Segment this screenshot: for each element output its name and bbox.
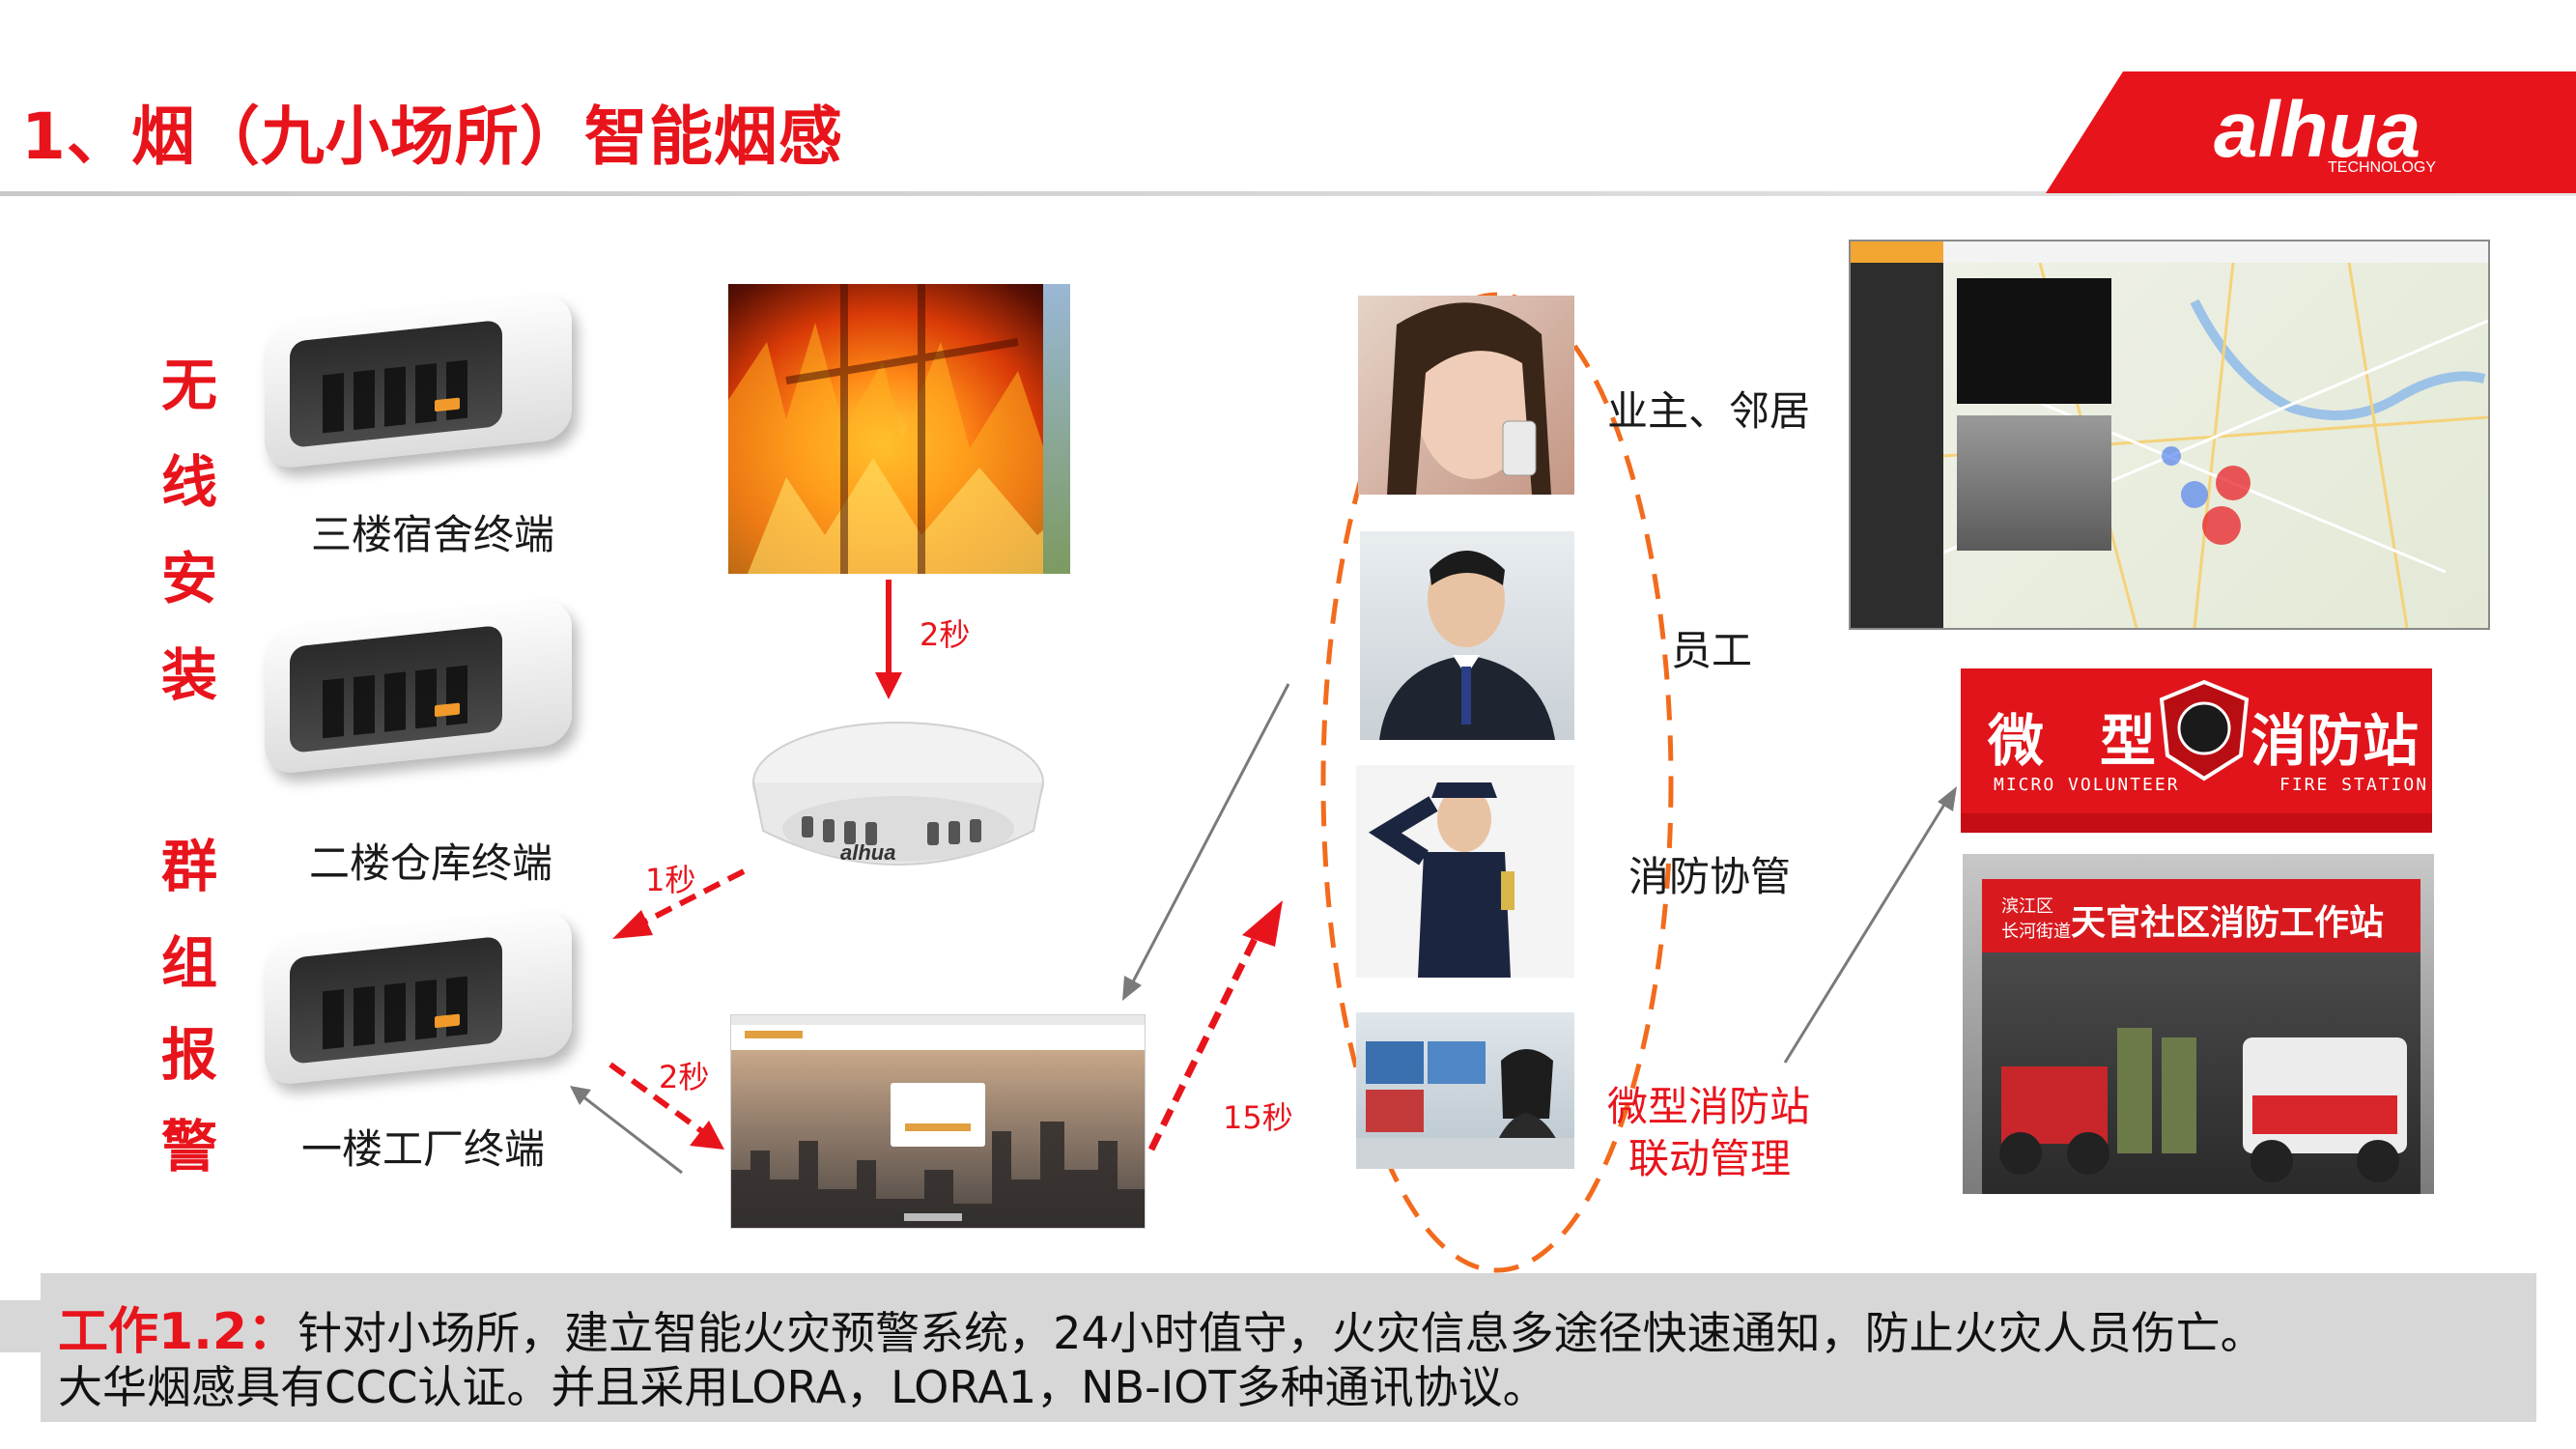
people-label: 业主、邻居 [1607, 387, 1811, 435]
fire-vehicles-icon [1999, 1028, 2407, 1182]
vertical-char: 无 [160, 353, 217, 418]
fire-image [728, 284, 1070, 574]
vertical-char: 警 [160, 1114, 217, 1179]
photo-call-center [1356, 1012, 1574, 1169]
photo-owner-neighbor [1358, 296, 1574, 495]
timing-label: 15秒 [1223, 1099, 1293, 1136]
logo-subtext: TECHNOLOGY [2328, 159, 2436, 176]
timing-label: 1秒 [645, 862, 696, 898]
arrow-detector-to-terminal [612, 868, 746, 939]
platform-login-screenshot [730, 1014, 1146, 1229]
vertical-char: 装 [160, 642, 217, 708]
detector-logo-text: alhua [840, 840, 895, 865]
vertical-char: 安 [160, 546, 217, 611]
brand-logo: alhua TECHNOLOGY [2046, 71, 2576, 193]
people-label-highlight: 联动管理 [1628, 1135, 1792, 1182]
fire-flames-icon [728, 284, 1070, 574]
terminal-device-icon [265, 293, 572, 470]
terminal-device-icon [265, 909, 572, 1087]
vertical-char: 报 [160, 1022, 217, 1088]
summary-text: 针对小场所，建立智能火灾预警系统，24小时值守，火灾信息多途径快速通知，防止火灾… [297, 1307, 2265, 1359]
summary-box [41, 1273, 2536, 1422]
fire-image-edge [1043, 284, 1070, 574]
photo-employee [1360, 531, 1574, 740]
timing-label: 2秒 [659, 1059, 710, 1095]
summary-line-1: 工作1.2：针对小场所，建立智能火灾预警系统，24小时值守，火灾信息多途径快速通… [58, 1291, 2265, 1363]
platform-caption-bar [904, 1213, 962, 1221]
vertical-char: 线 [160, 449, 217, 515]
logo-red-band [2046, 71, 2576, 193]
people-label: 员工 [1671, 627, 1753, 674]
vertical-char: 组 [160, 930, 217, 996]
sign-text-left: 微 型 [1988, 708, 2157, 774]
arrow-people-to-station [1783, 786, 1957, 1064]
people-label-highlight: 微型消防站 [1607, 1083, 1811, 1130]
street-sign-small: 长河街道 [2001, 922, 2071, 942]
sign-subtext-right: FIRE STATION [2279, 775, 2429, 795]
micro-fire-station-sign: 微 型 消防站 MICRO VOLUNTEER FIRE STATION [1961, 643, 2432, 833]
sign-subtext-left: MICRO VOLUNTEER [1994, 775, 2180, 795]
woman-phone-icon [1387, 302, 1551, 495]
arrow-people-to-platform [1122, 683, 1290, 1001]
logo-text: alhua [2214, 86, 2420, 174]
people-group-ellipse [1320, 292, 1674, 1273]
sign-text-right: 消防站 [2250, 708, 2420, 774]
security-guard-salute-icon [1369, 782, 1514, 978]
operator-monitors-icon [1356, 1041, 1574, 1169]
terminal-label: 二楼仓库终端 [309, 839, 553, 887]
arrow-platform-to-terminal [570, 1086, 683, 1175]
slide-title: 1、烟（九小场所）智能烟感 [21, 99, 843, 174]
fire-emblem-icon [2159, 679, 2250, 781]
monitoring-map-screenshot [1849, 240, 2490, 630]
fire-station-photo: 天官社区消防工作站 滨江区 长河街道 [1963, 854, 2434, 1194]
summary-label: 工作1.2： [58, 1303, 298, 1361]
arrow-terminal-to-platform [609, 1062, 724, 1150]
smoke-detector-icon: alhua [752, 722, 1044, 866]
terminal-label: 一楼工厂终端 [301, 1125, 546, 1173]
street-sign-small: 滨江区 [2001, 896, 2053, 917]
terminal-label: 三楼宿舍终端 [311, 511, 555, 558]
street-sign-text: 天官社区消防工作站 [2071, 903, 2385, 943]
photo-fire-assistant [1356, 765, 1574, 978]
vertical-char: 群 [160, 834, 217, 899]
timing-label: 2秒 [920, 616, 971, 653]
arrow-platform-to-people [1147, 900, 1283, 1151]
people-label: 消防协管 [1628, 853, 1792, 900]
man-suit-icon [1379, 551, 1555, 740]
summary-line-2: 大华烟感具有CCC认证。并且采用LORA，LORA1，NB-IOT多种通讯协议。 [58, 1361, 1547, 1413]
title-divider [0, 191, 2576, 196]
terminal-device-icon [265, 598, 572, 776]
arrow-fire-to-detector [875, 580, 902, 699]
bottom-box-tab [0, 1300, 41, 1352]
